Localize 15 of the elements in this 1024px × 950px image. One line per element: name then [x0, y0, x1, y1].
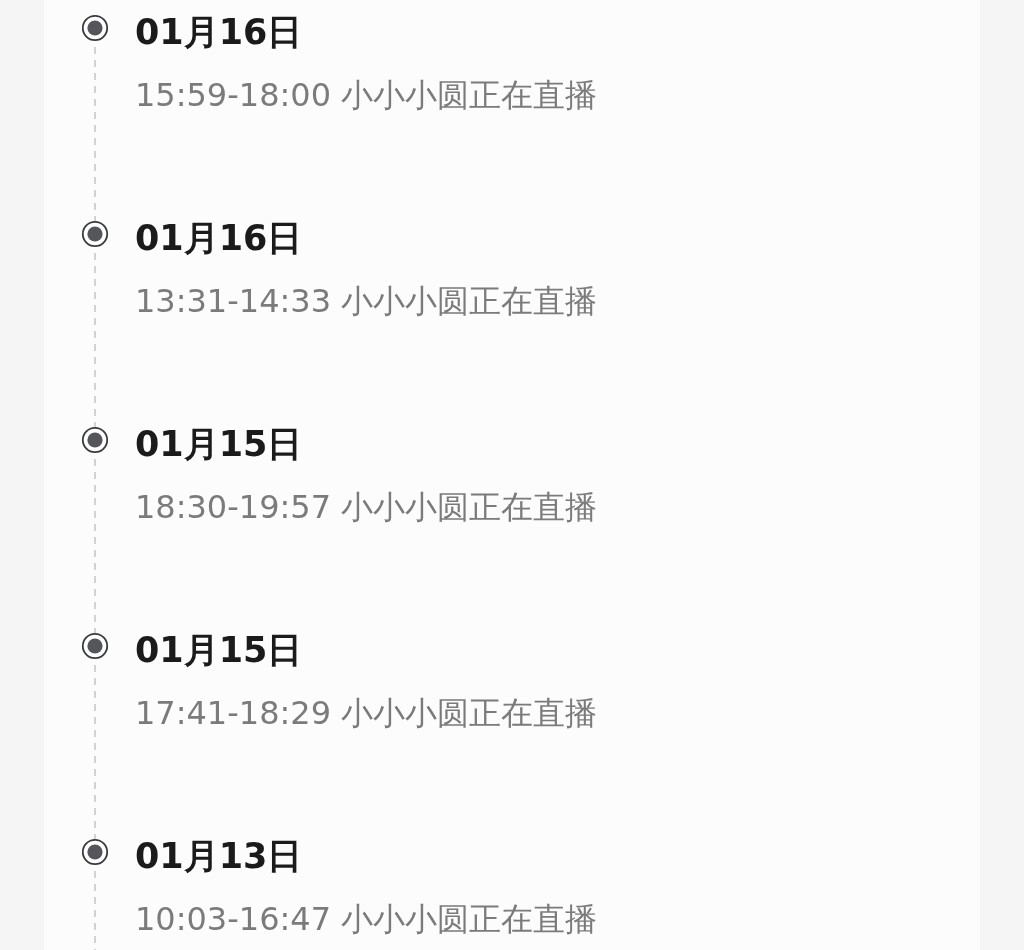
timeline-dot-icon: [81, 426, 109, 454]
stream-time-text: 15:59-18:00 小小小圆正在直播: [135, 75, 598, 115]
timeline-dot-icon: [81, 632, 109, 660]
date-heading: 01月15日: [135, 629, 303, 672]
date-heading: 01月15日: [135, 423, 303, 466]
date-heading: 01月16日: [135, 217, 303, 260]
stream-time-text: 17:41-18:29 小小小圆正在直播: [135, 693, 598, 733]
date-heading: 01月16日: [135, 11, 303, 54]
timeline-dot-icon: [81, 838, 109, 866]
timeline-dot-icon: [81, 14, 109, 42]
stream-time-text: 18:30-19:57 小小小圆正在直播: [135, 487, 598, 527]
stream-time-text: 13:31-14:33 小小小圆正在直播: [135, 281, 598, 321]
stream-time-text: 10:03-16:47 小小小圆正在直播: [135, 899, 598, 939]
date-heading: 01月13日: [135, 835, 303, 878]
timeline-dot-icon: [81, 220, 109, 248]
